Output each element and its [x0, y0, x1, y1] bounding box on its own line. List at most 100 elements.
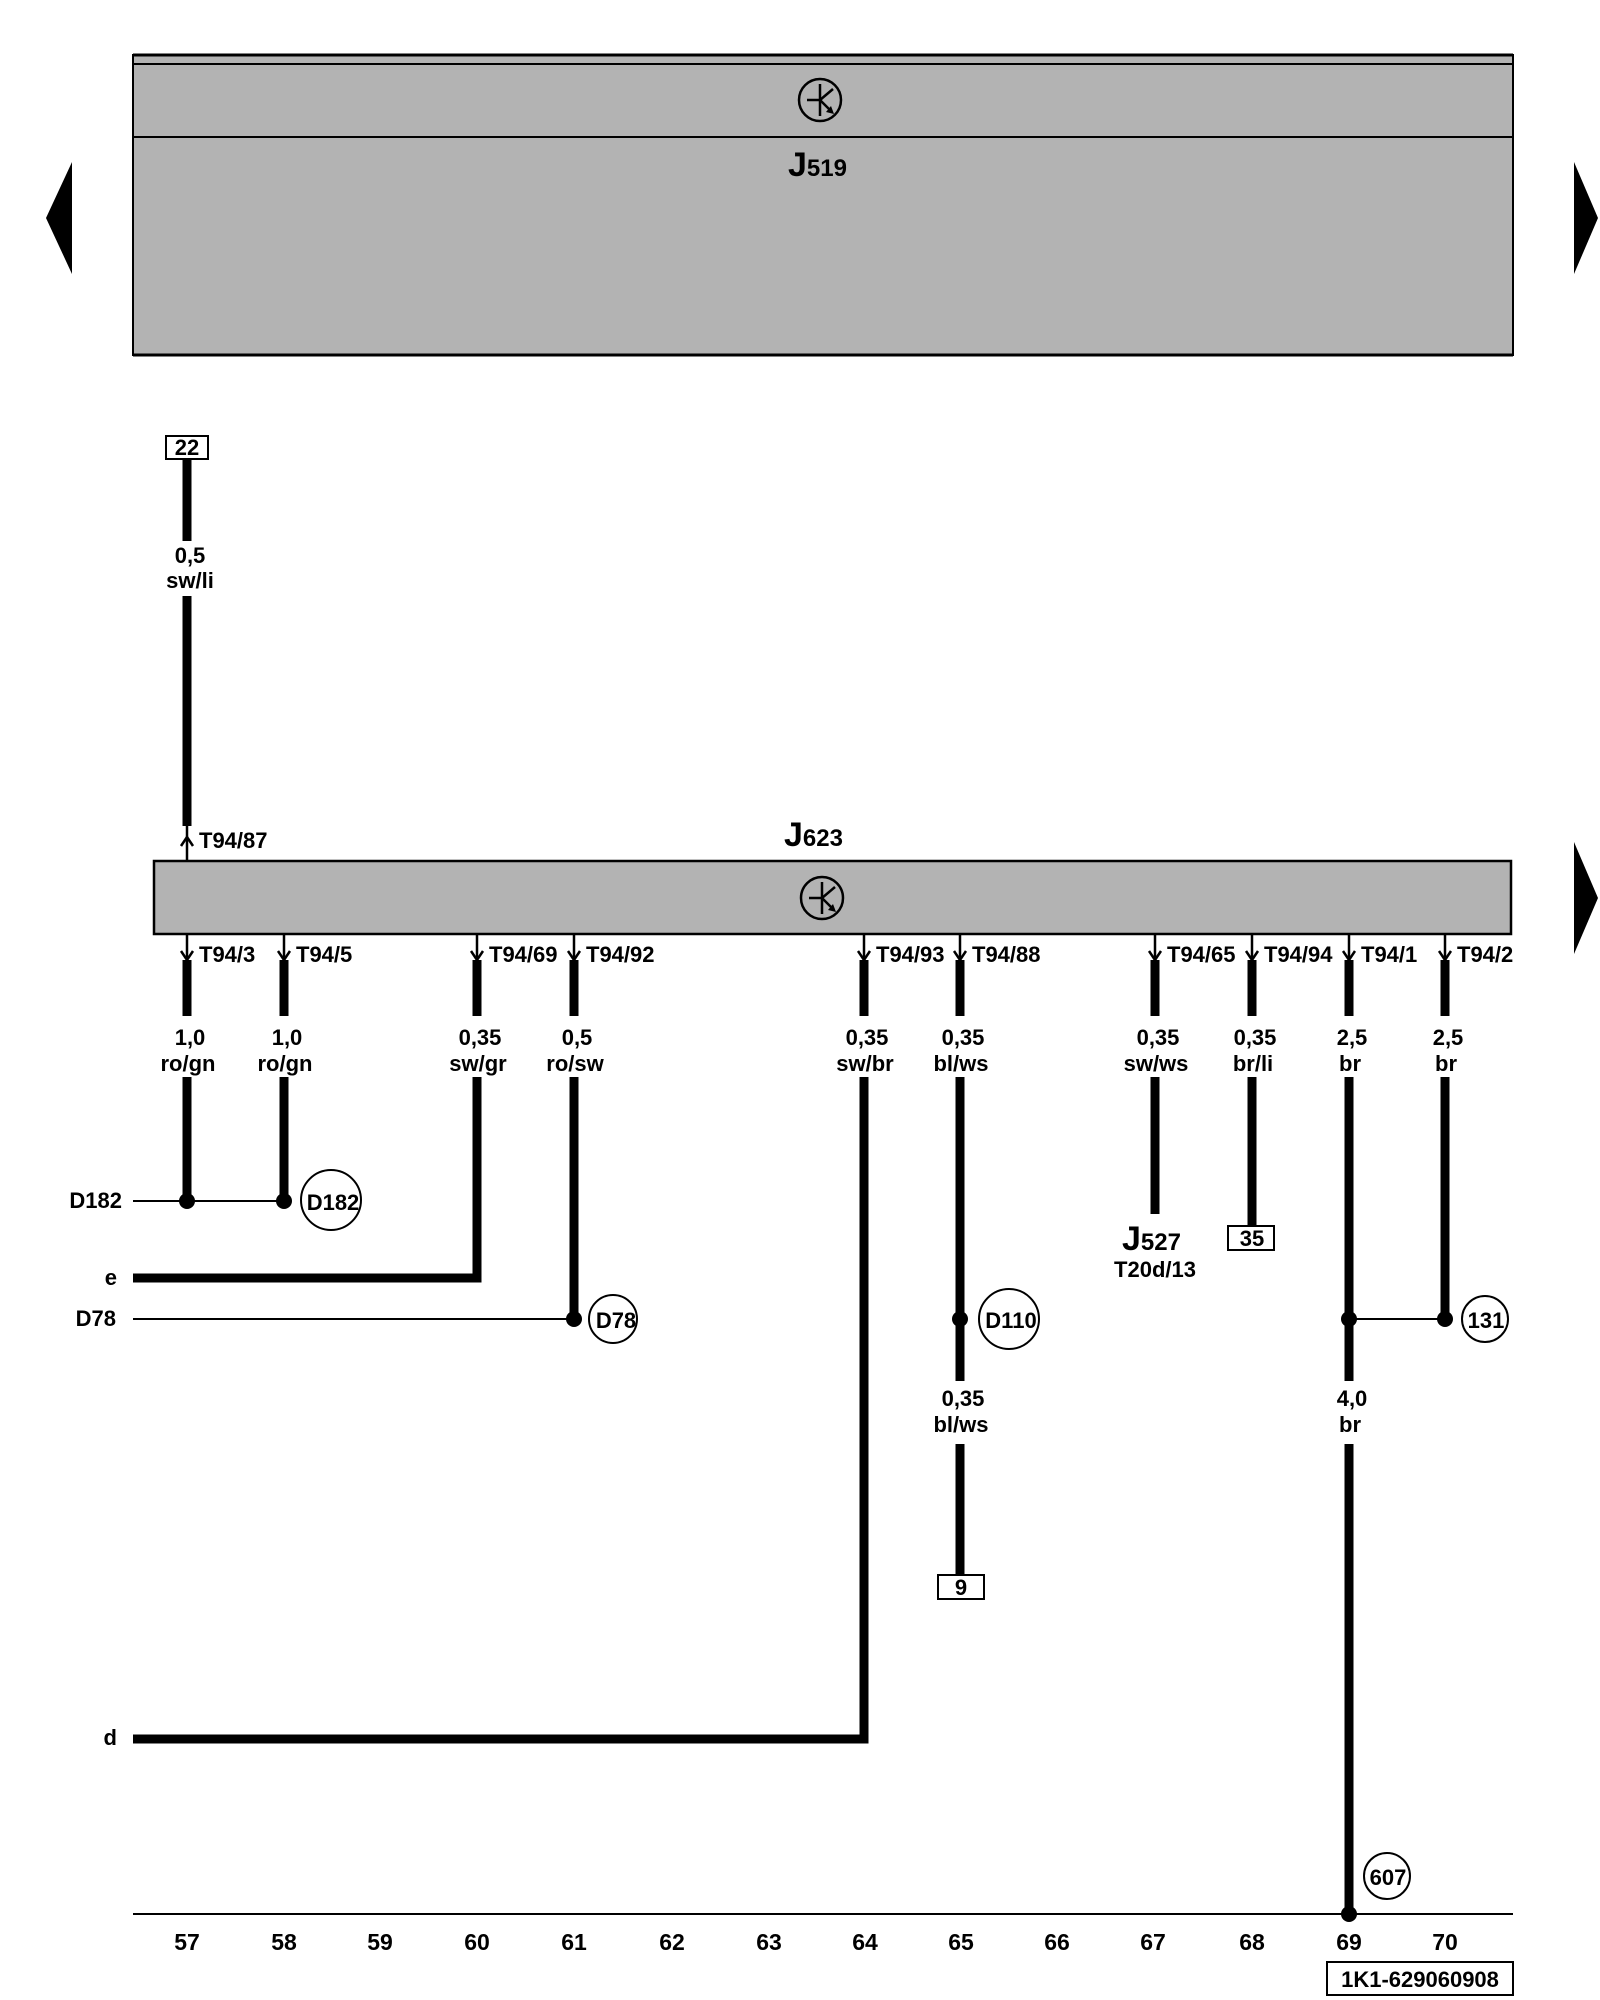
- pin-3: T94/69: [469, 934, 558, 967]
- pin-label: T94/3: [199, 942, 255, 967]
- pin-label: T94/88: [972, 942, 1041, 967]
- track-number: 64: [852, 1929, 878, 1955]
- prev-page-arrow-icon[interactable]: [46, 162, 72, 274]
- track-number: 62: [659, 1929, 685, 1955]
- module-j519: J519: [132, 53, 1514, 357]
- svg-text:35: 35: [1240, 1226, 1264, 1251]
- control-unit-symbol-icon: [799, 875, 845, 921]
- module-j623: J623: [152, 816, 1513, 936]
- control-unit-symbol-icon: [797, 77, 843, 123]
- track-number: 61: [561, 1929, 587, 1955]
- svg-text:607: 607: [1370, 1865, 1407, 1890]
- wire-color: br/li: [1233, 1051, 1273, 1076]
- pin-label: T94/2: [1457, 942, 1513, 967]
- module-j623-name: J: [784, 816, 803, 854]
- pin-1: T94/3: [179, 934, 255, 967]
- label-d78: D78: [76, 1306, 116, 1331]
- pin-label: T94/94: [1264, 942, 1333, 967]
- pin-6: T94/88: [952, 934, 1041, 967]
- pin-9: T94/1: [1341, 934, 1417, 967]
- ref-box-22: 22: [175, 435, 199, 460]
- wire-gauge: 0,5: [175, 543, 206, 568]
- wires: [133, 960, 1450, 1913]
- component-j527: J527 T20d/13: [1114, 1220, 1196, 1282]
- wire-gauge: 1,0: [272, 1025, 303, 1050]
- wire-gauge: 2,5: [1433, 1025, 1464, 1050]
- module-j519-sub: 519: [807, 155, 847, 182]
- wire-color: br: [1435, 1051, 1457, 1076]
- wire-color: sw/li: [166, 568, 214, 593]
- label-e: e: [105, 1265, 117, 1290]
- wire-color: ro/sw: [546, 1051, 604, 1076]
- svg-text:J527: J527: [1122, 1220, 1181, 1258]
- module-j623-sub: 623: [803, 825, 843, 852]
- wire-gauge: 0,35: [846, 1025, 889, 1050]
- j527-name: J: [1122, 1220, 1141, 1258]
- wire-color: ro/gn: [258, 1051, 313, 1076]
- document-id: 1K1-629060908: [1326, 1961, 1514, 1996]
- track-number: 69: [1336, 1929, 1362, 1955]
- label-d: d: [104, 1725, 117, 1750]
- wire-gauge: 2,5: [1337, 1025, 1368, 1050]
- svg-text:D110: D110: [985, 1308, 1036, 1333]
- svg-text:D182: D182: [307, 1190, 360, 1215]
- pin-5: T94/93: [856, 934, 945, 967]
- wire-color: br: [1339, 1051, 1361, 1076]
- track-numbers: 57 58 59 60 61 62 63 64 65 66 67 68 69 7…: [174, 1929, 1458, 1955]
- track-number: 68: [1239, 1929, 1265, 1955]
- junction-dots: [179, 1193, 1453, 1922]
- track-number: 65: [948, 1929, 974, 1955]
- wire-gauge: 0,35: [1137, 1025, 1180, 1050]
- wire-gauge: 0,35: [1234, 1025, 1277, 1050]
- wire-color: bl/ws: [933, 1051, 988, 1076]
- j527-connector: T20d/13: [1114, 1257, 1196, 1282]
- next-page-arrow-icon[interactable]: [1574, 162, 1598, 274]
- connection-131: 131: [1461, 1295, 1509, 1343]
- pin-label: T94/69: [489, 942, 558, 967]
- pin-label: T94/93: [876, 942, 945, 967]
- wire-color: sw/ws: [1124, 1051, 1189, 1076]
- svg-text:J519: J519: [788, 146, 847, 184]
- track-number: 60: [464, 1929, 490, 1955]
- continue-arrow-icon[interactable]: [1574, 842, 1598, 954]
- wire-color: sw/gr: [449, 1051, 507, 1076]
- connection-d110: D110: [978, 1288, 1040, 1350]
- connection-607: 607: [1363, 1852, 1411, 1900]
- label-d182: D182: [69, 1188, 122, 1213]
- pin-label: T94/5: [296, 942, 352, 967]
- wire-sw-li: 22 0,5 sw/li T94/87: [165, 435, 268, 861]
- pin-10: T94/2: [1437, 934, 1513, 967]
- svg-text:9: 9: [955, 1575, 967, 1600]
- svg-text:131: 131: [1468, 1308, 1505, 1333]
- wire-color: ro/gn: [161, 1051, 216, 1076]
- track-number: 59: [367, 1929, 393, 1955]
- svg-text:D78: D78: [596, 1308, 636, 1333]
- pin-7: T94/65: [1147, 934, 1236, 967]
- wire-color: bl/ws: [933, 1412, 988, 1437]
- wire-color: sw/br: [836, 1051, 894, 1076]
- doc-id-text: 1K1-629060908: [1341, 1967, 1499, 1992]
- track-number: 58: [271, 1929, 297, 1955]
- wire-gauge: 0,35: [942, 1025, 985, 1050]
- wire-color: br: [1339, 1412, 1361, 1437]
- thin-lines: [133, 1200, 1513, 1915]
- pin-8: T94/94: [1244, 934, 1333, 967]
- track-number: 70: [1432, 1929, 1458, 1955]
- svg-text:J623: J623: [784, 816, 843, 854]
- pin-label: T94/92: [586, 942, 655, 967]
- module-j519-name: J: [788, 146, 807, 184]
- pin-4: T94/92: [566, 934, 655, 967]
- wire-gauge: 1,0: [175, 1025, 206, 1050]
- track-number: 63: [756, 1929, 782, 1955]
- wire-gauge: 0,35: [942, 1386, 985, 1411]
- track-number: 66: [1044, 1929, 1070, 1955]
- track-number: 57: [174, 1929, 200, 1955]
- wire-gauge: 0,35: [459, 1025, 502, 1050]
- wire-labels: 1,0 ro/gn 1,0 ro/gn 0,35 sw/gr 0,5 ro/sw…: [161, 1025, 1464, 1437]
- track-number: 67: [1140, 1929, 1166, 1955]
- pin-label: T94/1: [1361, 942, 1417, 967]
- connection-circles: D182 D78 D110 131 607: [300, 1169, 1509, 1900]
- pin-label: T94/87: [199, 828, 268, 853]
- connection-d182: D182: [300, 1169, 362, 1231]
